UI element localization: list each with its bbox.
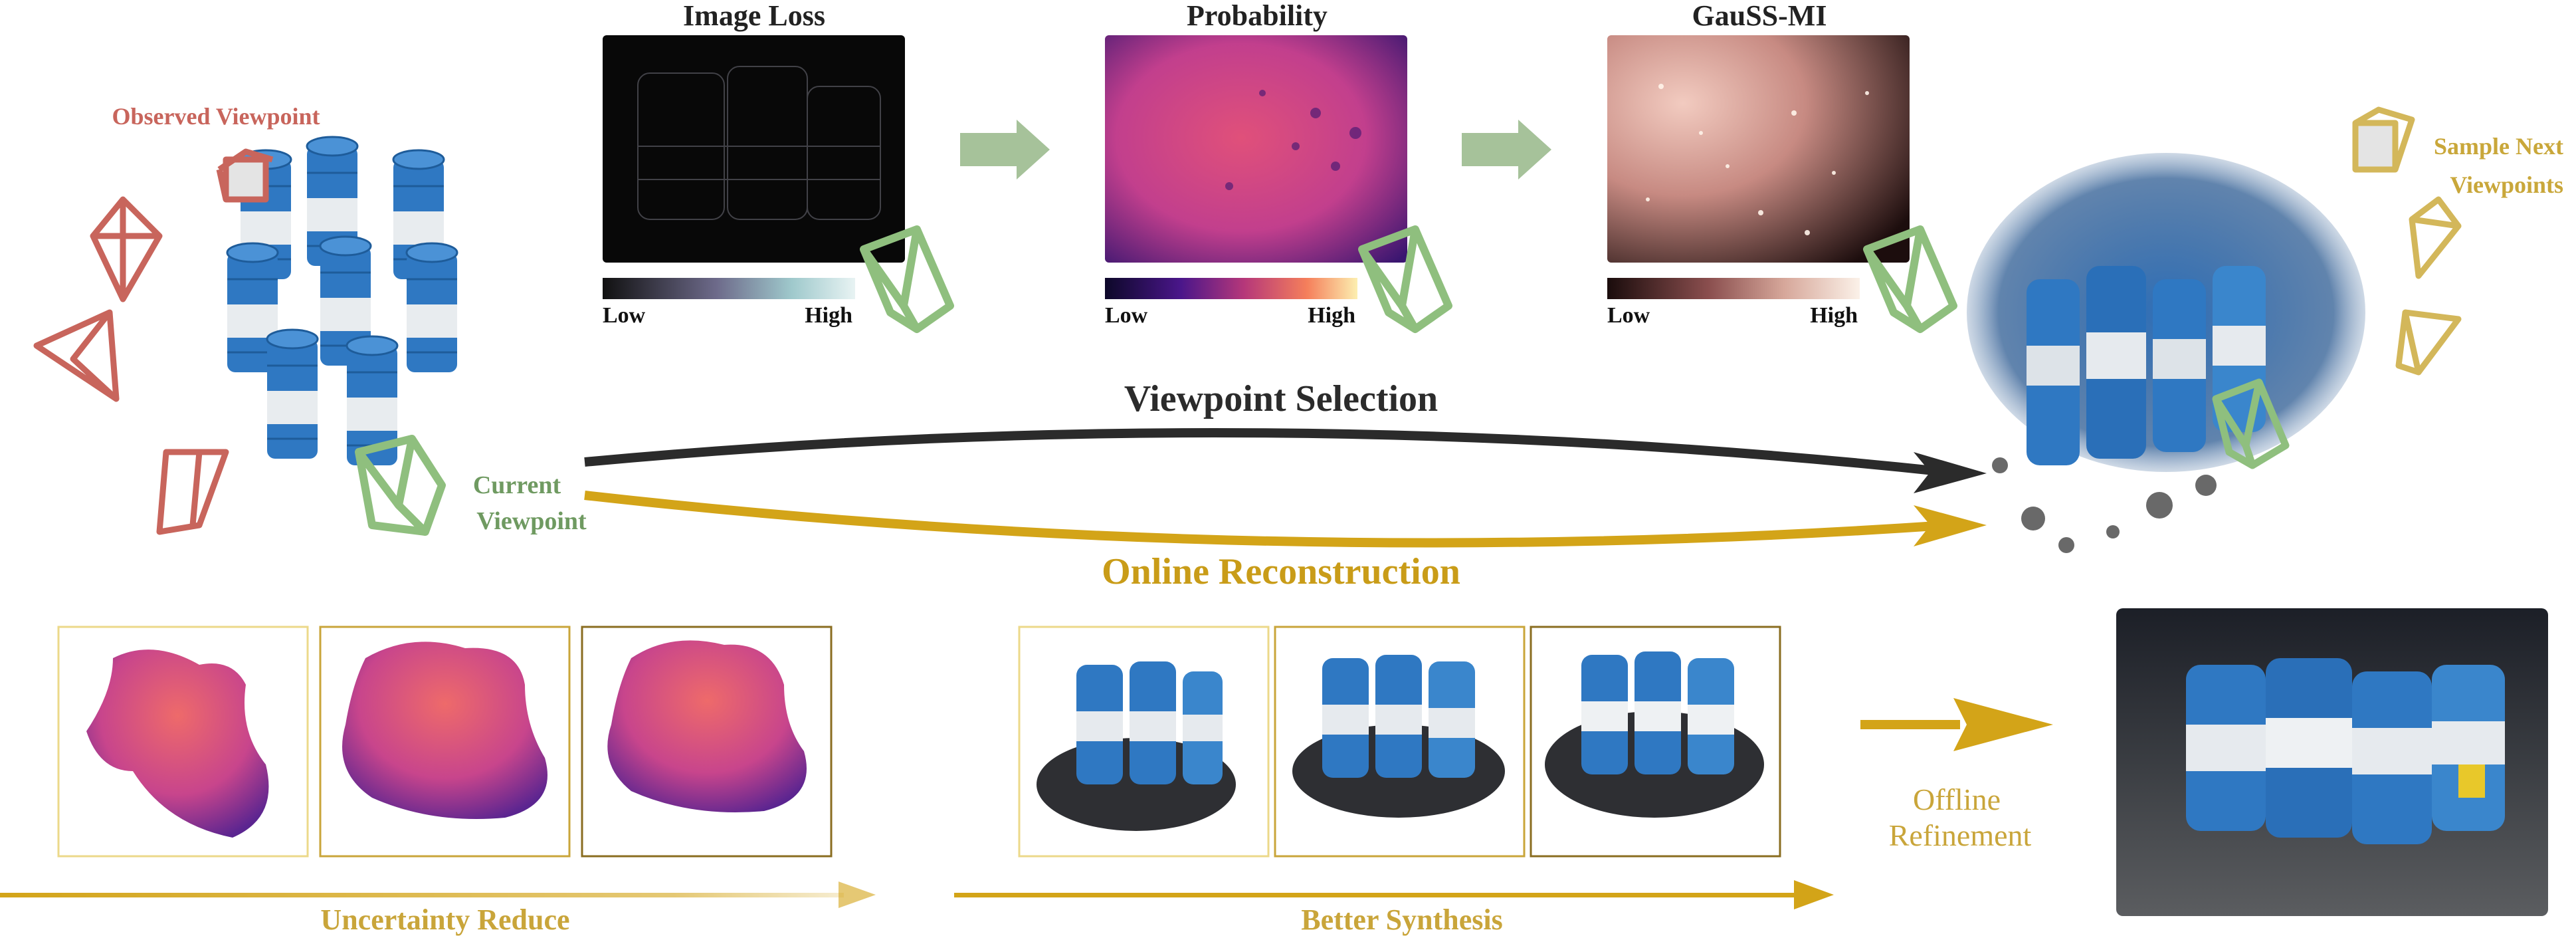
- uncertainty-frame-2: [319, 626, 571, 858]
- synthesis-arrow-line: [954, 893, 1805, 897]
- camera-frustum-icon: [33, 309, 120, 402]
- camera-frustum-icon: [90, 196, 163, 302]
- viewpoint-selection-arrow: [584, 427, 1947, 477]
- image-loss-panel: [603, 35, 905, 263]
- probability-high-label: High: [1308, 303, 1355, 328]
- viewpoint-selection-label: Viewpoint Selection: [1124, 378, 1438, 419]
- image-loss-title: Image Loss: [683, 0, 825, 32]
- gauss-mi-colorbar: [1607, 278, 1860, 299]
- offline-arrow-line: [1860, 720, 1960, 729]
- arrow-head-icon: [1914, 452, 1987, 493]
- gauss-mi-title: GauSS-MI: [1692, 0, 1827, 32]
- online-reconstruction-arrow: [584, 491, 1947, 548]
- current-viewpoint-label-2: Viewpoint: [476, 507, 587, 535]
- better-synthesis-label: Better Synthesis: [1301, 903, 1503, 936]
- offline-refinement-render: [2116, 608, 2548, 916]
- image-loss-high-label: High: [805, 303, 852, 328]
- camera-frustum-icon: [2352, 106, 2415, 173]
- offline-label-2: Refinement: [1889, 818, 2032, 852]
- current-viewpoint-camera-icon: [355, 435, 446, 536]
- uncertainty-frame-3: [581, 626, 833, 858]
- image-loss-colorbar: [603, 278, 855, 299]
- camera-frustum-icon: [1863, 225, 1957, 333]
- synthesis-frame-2: [1274, 626, 1526, 858]
- synthesis-frame-1: [1018, 626, 1270, 858]
- arrow-head-icon: [1953, 698, 2053, 751]
- gauss-mi-panel: [1607, 35, 1910, 263]
- image-loss-low-label: Low: [603, 303, 646, 328]
- current-viewpoint-label-1: Current: [473, 471, 561, 499]
- probability-title: Probability: [1187, 0, 1328, 32]
- camera-frustum-icon: [2212, 378, 2290, 469]
- gauss-mi-high-label: High: [1810, 303, 1858, 328]
- probability-colorbar: [1105, 278, 1357, 299]
- arrow-head-icon: [1914, 505, 1987, 546]
- sample-viewpoint-cameras: [2352, 106, 2462, 376]
- camera-frustum-icon: [1358, 225, 1452, 333]
- observed-viewpoint-label: Observed Viewpoint: [112, 103, 320, 130]
- camera-frustum-icon: [216, 148, 274, 203]
- arrow-icon: [1462, 120, 1551, 179]
- camera-frustum-icon: [156, 449, 229, 535]
- gauss-mi-low-label: Low: [1607, 303, 1650, 328]
- online-reconstruction-label: Online Reconstruction: [1102, 551, 1460, 592]
- uncertainty-frame-1: [57, 626, 309, 858]
- camera-frustum-icon: [2395, 309, 2462, 376]
- sample-next-label-2: Viewpoints: [2450, 172, 2563, 198]
- camera-frustum-icon: [2409, 196, 2462, 279]
- synthesis-frame-3: [1530, 626, 1781, 858]
- uncertainty-arrow-line: [0, 893, 844, 897]
- probability-low-label: Low: [1105, 303, 1148, 328]
- online-reconstruction-render: [1967, 153, 2365, 553]
- sample-next-label-1: Sample Next: [2434, 133, 2563, 160]
- offline-label-1: Offline: [1913, 782, 2001, 816]
- probability-panel: [1105, 35, 1407, 263]
- arrow-icon: [960, 120, 1050, 179]
- observed-viewpoint-cameras: [33, 148, 274, 535]
- camera-frustum-icon: [860, 225, 954, 333]
- uncertainty-reduce-label: Uncertainty Reduce: [320, 903, 569, 936]
- arrow-head-icon: [1794, 880, 1834, 909]
- arrow-head-icon: [839, 881, 876, 908]
